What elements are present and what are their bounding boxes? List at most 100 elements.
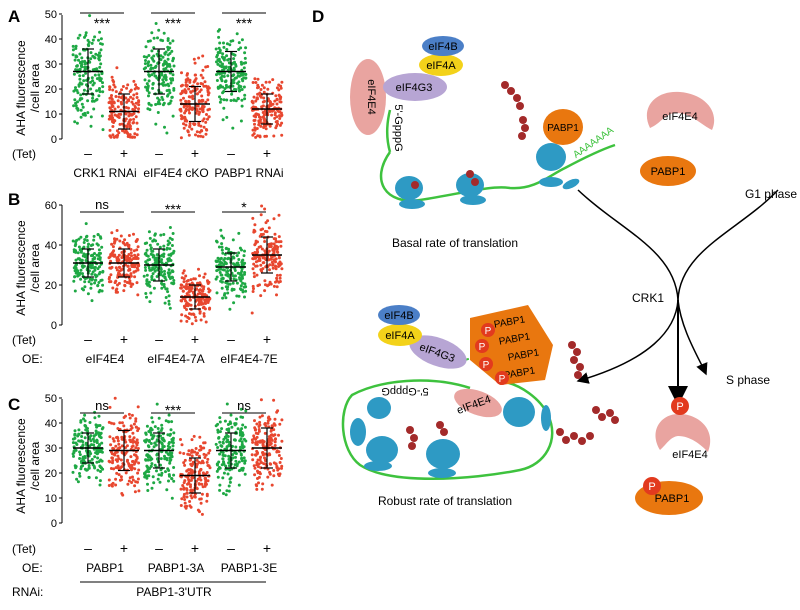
data-point (223, 56, 226, 60)
data-point (151, 272, 155, 276)
data-point (135, 455, 139, 459)
data-point (272, 134, 276, 138)
data-point (232, 98, 236, 102)
data-point (89, 57, 93, 61)
data-point (78, 450, 82, 454)
data-point (239, 407, 243, 411)
y-tick-label: 0 (51, 134, 57, 146)
data-point (257, 115, 261, 119)
data-point (94, 432, 98, 436)
data-point (190, 281, 194, 285)
data-point (89, 286, 93, 290)
eif4a-shape-top (419, 54, 463, 76)
data-point (280, 121, 284, 125)
data-point (127, 106, 130, 110)
data-point (147, 94, 150, 98)
data-point (234, 455, 237, 459)
data-point (123, 238, 127, 242)
data-point (89, 254, 93, 258)
data-point (274, 462, 278, 466)
data-point (217, 46, 221, 50)
data-point (244, 409, 248, 413)
data-point (195, 107, 199, 111)
y-ticks-a: 0 10 20 30 40 50 (45, 9, 62, 146)
cap-label-top: 5'-GpppG (392, 104, 404, 151)
group-label: PABP1-3A (148, 561, 204, 575)
data-point (143, 475, 147, 479)
data-point (167, 442, 171, 446)
data-point (275, 115, 279, 119)
y-axis-title-c-2: /cell area (28, 441, 42, 490)
data-point (240, 269, 244, 273)
data-point (80, 97, 84, 101)
data-point (238, 445, 242, 449)
data-point (180, 283, 184, 287)
data-point (218, 271, 222, 274)
data-point (262, 261, 266, 265)
group-label: PABP1 (86, 561, 124, 575)
data-point (162, 244, 166, 248)
data-point (253, 426, 257, 430)
data-point (188, 285, 192, 289)
data-point (253, 118, 257, 122)
data-point (172, 64, 176, 68)
data-point (198, 274, 201, 278)
data-point (168, 226, 172, 229)
y-axis-title-a-1: AHA fluorescence (14, 40, 28, 136)
data-point (159, 429, 163, 432)
data-point (195, 298, 199, 302)
data-point (224, 464, 228, 468)
data-point (258, 458, 262, 462)
data-point (235, 294, 239, 298)
data-point (168, 236, 172, 240)
data-point (217, 245, 221, 249)
data-point (80, 431, 84, 435)
mrna-loop-top (379, 143, 616, 202)
mrna-cap-line-top (386, 109, 392, 153)
data-point (230, 425, 234, 429)
data-point (275, 466, 279, 470)
data-point (221, 457, 225, 461)
data-point (198, 435, 202, 439)
data-point (117, 253, 121, 257)
data-point (231, 274, 235, 278)
data-point (220, 286, 224, 290)
data-point (242, 285, 246, 289)
significance-label: *** (165, 201, 182, 217)
data-point (253, 126, 257, 130)
data-point (255, 248, 259, 251)
data-point (109, 259, 113, 263)
peptide-bead (411, 181, 419, 189)
data-point (189, 469, 193, 473)
data-point (201, 54, 205, 58)
data-point (134, 425, 138, 429)
data-point (73, 433, 77, 437)
data-point (118, 122, 122, 126)
data-point (81, 74, 85, 78)
data-point (151, 249, 155, 253)
data-point (258, 415, 262, 419)
data-point (77, 428, 81, 432)
data-point (259, 228, 263, 232)
data-point (83, 413, 87, 417)
data-point (259, 398, 263, 402)
data-point (108, 100, 112, 104)
data-point (215, 239, 218, 243)
data-point (108, 85, 112, 89)
data-point (223, 71, 227, 75)
data-point (118, 239, 122, 243)
data-point (80, 102, 84, 106)
data-point (234, 459, 238, 463)
data-point (91, 54, 95, 58)
data-point (236, 82, 239, 85)
data-point (146, 444, 150, 448)
data-point (206, 89, 210, 93)
data-point (171, 114, 175, 118)
data-point (204, 476, 207, 480)
data-point (204, 320, 208, 324)
data-point (124, 112, 128, 116)
data-point (222, 41, 225, 45)
data-point (225, 54, 229, 58)
data-point (243, 461, 247, 465)
data-point (88, 14, 92, 18)
